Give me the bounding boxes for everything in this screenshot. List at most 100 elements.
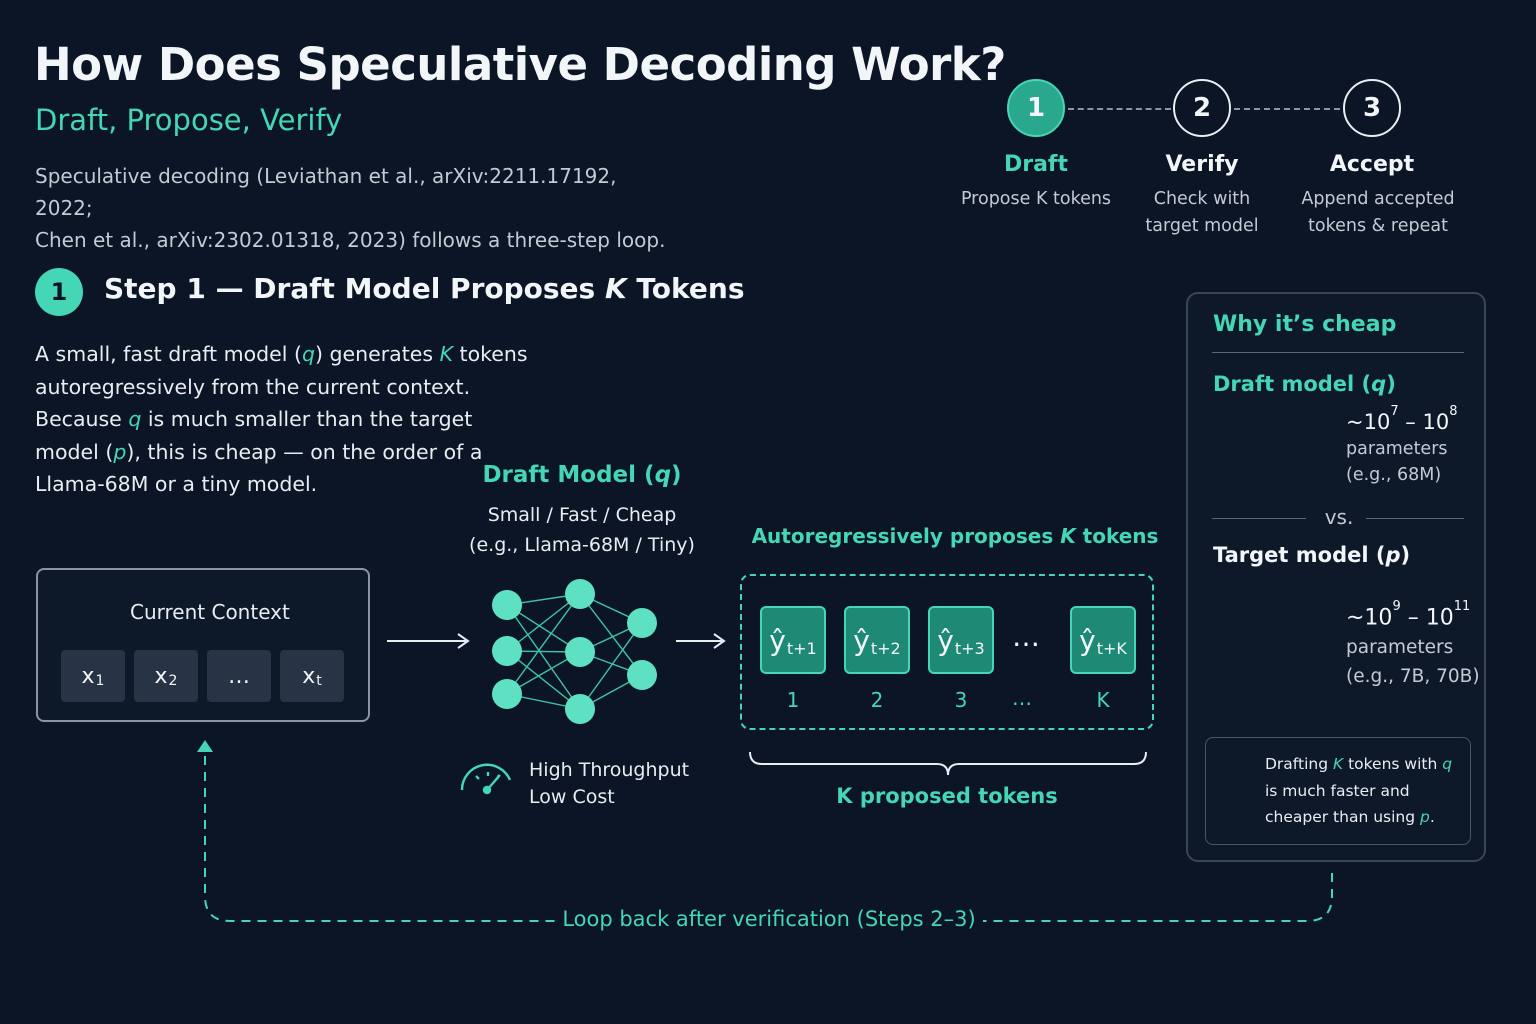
step-1-label: Draft — [1003, 152, 1069, 177]
intro-line-1: Speculative decoding (Leviathan et al., … — [35, 164, 617, 220]
body-text: ) generates — [314, 342, 440, 366]
step-3-circle: 3 — [1343, 79, 1401, 137]
panel-divider — [1212, 352, 1464, 353]
token-base: … — [228, 663, 250, 689]
token-base: ŷ — [937, 623, 954, 657]
page-title: How Does Speculative Decoding Work? — [34, 38, 1006, 91]
step-2-label: Verify — [1165, 152, 1239, 177]
proposes-var: K — [1060, 524, 1076, 548]
body-var: q — [128, 407, 142, 431]
loop-back-label: Loop back after verification (Steps 2–3) — [555, 907, 983, 931]
param-exp: 11 — [1453, 599, 1471, 614]
loop-back-path — [204, 752, 1333, 922]
token-index: 3 — [954, 688, 968, 712]
token-ellipsis: … — [1012, 620, 1040, 653]
token-sub: t+1 — [786, 638, 817, 658]
proposed-tokens-box — [740, 574, 1154, 730]
draft-model-label: Draft model (q) — [1213, 372, 1396, 396]
step-2-circle: 2 — [1173, 79, 1231, 137]
neural-network-nodes — [492, 579, 657, 724]
draft-title-prefix: Draft Model ( — [482, 462, 655, 488]
speed-gauge-icon — [460, 763, 512, 795]
step-1-title: Step 1 — Draft Model Proposes K Tokens — [104, 272, 745, 305]
target-params-unit: parameters — [1346, 637, 1454, 658]
token-sub: 2 — [168, 673, 178, 689]
label-suffix: ) — [1400, 543, 1411, 567]
why-cheap-title: Why it’s cheap — [1213, 312, 1397, 337]
token-index: 1 — [786, 688, 800, 712]
label-var: q — [1371, 372, 1387, 396]
token-base: x — [81, 663, 95, 689]
param-base: ~10 — [1346, 410, 1391, 434]
cheap-note-box — [1205, 737, 1471, 845]
note-var: q — [1442, 755, 1453, 773]
vs-divider-left — [1212, 518, 1306, 519]
token-base: ŷ — [769, 623, 786, 657]
token-index: K — [1096, 688, 1110, 712]
draft-model-subtitle-2: (e.g., Llama-68M / Tiny) — [469, 534, 695, 556]
step-2-desc: Check with target model — [1107, 186, 1297, 240]
note-text: . — [1429, 808, 1435, 826]
step-1-desc: Propose K tokens — [941, 186, 1131, 213]
step-2-desc-line-1: Check with — [1153, 189, 1251, 209]
note-var: K — [1332, 755, 1344, 773]
step-3-label: Accept — [1329, 152, 1415, 177]
step-3-desc-line-1: Append accepted — [1301, 189, 1455, 209]
param-base: ~10 — [1346, 605, 1393, 631]
draft-params-range: ~107 – 108 — [1346, 404, 1457, 434]
token-sub: t+K — [1096, 638, 1127, 658]
body-var: q — [301, 342, 315, 366]
step-1-circle: 1 — [1007, 79, 1065, 137]
step-1-title-prefix: Step 1 — Draft Model Proposes — [104, 272, 605, 305]
proposes-prefix: Autoregressively proposes — [751, 524, 1061, 548]
page-subtitle: Draft, Propose, Verify — [35, 103, 343, 137]
token-base: ŷ — [1079, 623, 1096, 657]
step-2-desc-line-2: target model — [1145, 216, 1259, 236]
token-index: 2 — [870, 688, 884, 712]
target-model-label: Target model (p) — [1213, 543, 1410, 567]
note-text: Drafting — [1265, 755, 1333, 773]
arrow-context-to-model — [387, 633, 470, 649]
param-exp: 7 — [1390, 404, 1399, 419]
step-3-desc: Append accepted tokens & repeat — [1283, 186, 1473, 240]
body-var: p — [113, 439, 127, 464]
label-suffix: ) — [1386, 372, 1396, 396]
draft-model-subtitle-1: Small / Fast / Cheap — [487, 504, 677, 526]
label-var: p — [1385, 543, 1401, 567]
draft-title-suffix: ) — [671, 462, 682, 488]
token-sub: t — [316, 673, 322, 689]
why-cheap-panel — [1186, 292, 1486, 862]
proposes-label: Autoregressively proposes K tokens — [740, 524, 1170, 548]
step-connector-1 — [1068, 108, 1171, 110]
param-exp: 8 — [1449, 404, 1458, 419]
step-1-desc-line-1: Propose K tokens — [960, 189, 1112, 209]
target-params-example: (e.g., 7B, 70B) — [1346, 666, 1480, 687]
token-base: x — [302, 663, 316, 689]
body-var: K — [439, 342, 454, 366]
current-context-title: Current Context — [130, 600, 290, 624]
param-mid: – 10 — [1400, 605, 1454, 631]
token-sub: t+3 — [954, 638, 985, 658]
cheap-note-text: Drafting K tokens with q is much faster … — [1265, 751, 1465, 831]
index-ellipsis: … — [1012, 686, 1032, 710]
param-mid: – 10 — [1398, 410, 1450, 434]
draft-params-example: (e.g., 68M) — [1346, 465, 1442, 485]
intro-text: Speculative decoding (Leviathan et al., … — [35, 160, 675, 256]
token-base: ŷ — [853, 623, 870, 657]
draft-title-var: q — [654, 462, 672, 488]
body-text: A small, fast draft model ( — [35, 342, 302, 366]
step-1-title-var: K — [604, 272, 627, 305]
draft-params-unit: parameters — [1346, 439, 1448, 459]
step-connector-2 — [1234, 108, 1340, 110]
note-text: is much faster and cheaper than using — [1265, 781, 1420, 827]
neural-network-icon — [506, 593, 643, 710]
draft-model-title: Draft Model (q) — [462, 462, 702, 488]
loop-arrowhead — [197, 740, 213, 752]
arrow-model-to-tokens — [676, 633, 726, 649]
label-prefix: Target model ( — [1213, 543, 1386, 567]
step-1-badge: 1 — [35, 268, 83, 316]
